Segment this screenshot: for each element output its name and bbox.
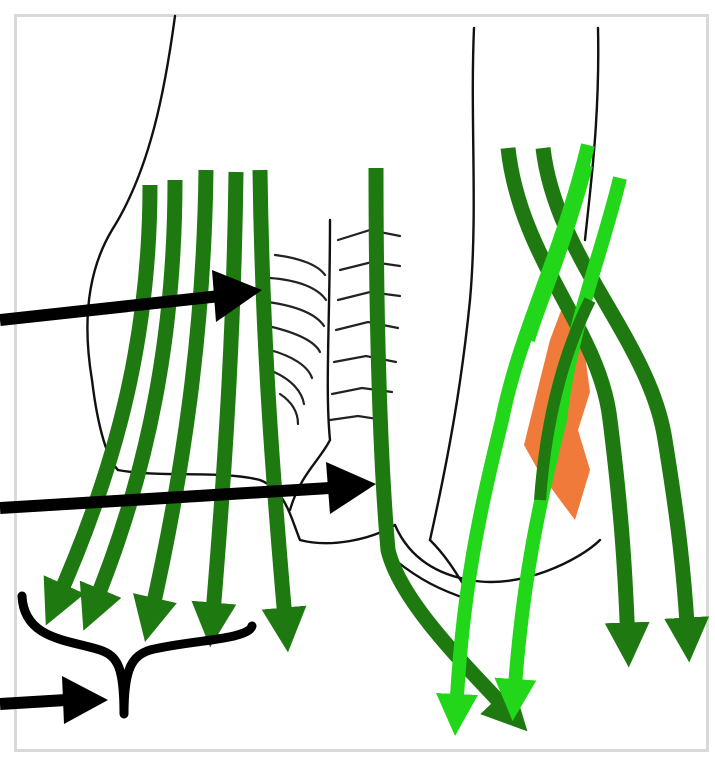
pointer-arrow-middle	[0, 462, 376, 514]
foot-dorsum	[395, 525, 600, 582]
fiber	[268, 302, 324, 326]
dark-green-tendon	[212, 172, 236, 625]
fiber	[334, 356, 396, 362]
front-shin-contour	[585, 28, 598, 240]
fiber	[338, 292, 400, 300]
fiber	[275, 255, 325, 275]
posterior-tendon-group	[55, 170, 286, 630]
fiber	[270, 278, 326, 300]
pointer-arrow-lower	[0, 676, 108, 724]
fiber	[268, 326, 320, 352]
anterior-contour	[430, 28, 474, 540]
dark-green-tendon	[260, 170, 286, 630]
fiber	[336, 322, 398, 330]
fiber	[280, 394, 298, 424]
fiber	[274, 372, 304, 404]
pointer-arrow-upper	[0, 270, 262, 322]
pointer-arrows	[0, 270, 376, 724]
